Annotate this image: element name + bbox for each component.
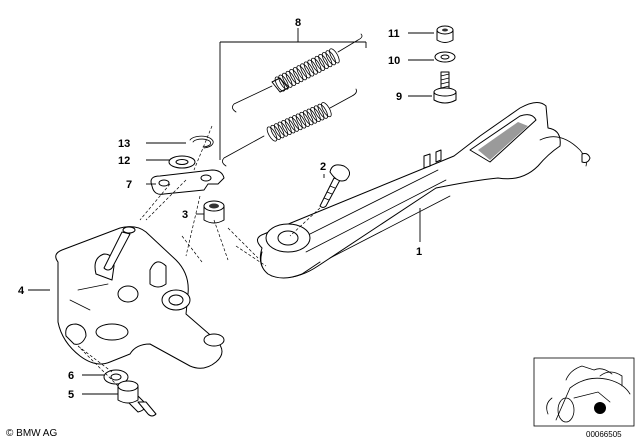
spring-coil: [292, 67, 304, 83]
callout-1: 1: [416, 246, 422, 258]
location-marker: [594, 402, 606, 414]
washer-12: [168, 155, 196, 169]
screw-2: [319, 164, 350, 208]
spring-coil: [321, 102, 332, 118]
callout-6: 6: [68, 370, 74, 382]
spring-coil: [302, 110, 314, 126]
leader-lines: [28, 28, 434, 395]
spring-coil: [310, 106, 321, 123]
spring-coil: [329, 48, 340, 64]
spring-coil: [281, 119, 292, 136]
spring-coil: [284, 118, 296, 134]
mount-bracket-4: [55, 226, 225, 369]
spring-coil: [277, 121, 289, 137]
spring-coil: [313, 105, 325, 121]
spring-coil: [299, 111, 310, 127]
spring-coil: [278, 74, 289, 90]
spring-coil: [288, 116, 300, 132]
callout-10: 10: [388, 55, 400, 67]
spring-coil: [317, 103, 329, 119]
spring-coil: [289, 68, 300, 85]
spring-coil: [300, 63, 311, 79]
nut-11: [436, 25, 454, 43]
copyright-text: © BMW AG: [6, 428, 58, 439]
spring-coil: [273, 123, 285, 139]
spring-coil: [270, 124, 281, 140]
callout-4: 4: [18, 285, 25, 297]
side-stand-1: [257, 102, 591, 279]
bracket-7: [150, 169, 225, 195]
washer-10: [434, 51, 456, 63]
callout-11: 11: [388, 28, 400, 40]
document-number: 00066505: [586, 430, 622, 439]
spring-coil: [292, 115, 303, 131]
spring-coil: [314, 55, 326, 71]
spring-coil: [266, 126, 278, 142]
circlip-13: [189, 135, 214, 149]
washer-6: [103, 369, 129, 385]
spring-coil: [303, 61, 315, 77]
callout-5: 5: [68, 389, 74, 401]
callout-2: 2: [320, 161, 326, 173]
spring-coil: [318, 53, 329, 70]
bolt-9: [433, 71, 457, 104]
bolt-5: [117, 380, 157, 417]
spring-upper: [232, 33, 363, 113]
callout-13: 13: [118, 138, 130, 150]
callout-9: 9: [396, 91, 402, 103]
spring-coil: [274, 76, 286, 92]
spring-coil: [295, 113, 307, 129]
spring-coil: [285, 70, 297, 86]
spring-coil: [325, 50, 337, 66]
spring-coil: [281, 72, 293, 88]
callout-12: 12: [118, 155, 130, 167]
spring-coil: [310, 57, 322, 73]
spring-coil: [321, 52, 333, 68]
callout-3: 3: [182, 209, 188, 221]
motorcycle-thumbnail: [533, 357, 635, 427]
pin: [103, 226, 136, 271]
spring-coil: [307, 59, 318, 75]
spring-coil: [296, 65, 308, 81]
bushing-3: [203, 200, 225, 224]
callout-8: 8: [295, 17, 301, 29]
callout-7: 7: [126, 179, 132, 191]
spring-lower: [222, 88, 357, 167]
spring-coil: [306, 108, 318, 124]
